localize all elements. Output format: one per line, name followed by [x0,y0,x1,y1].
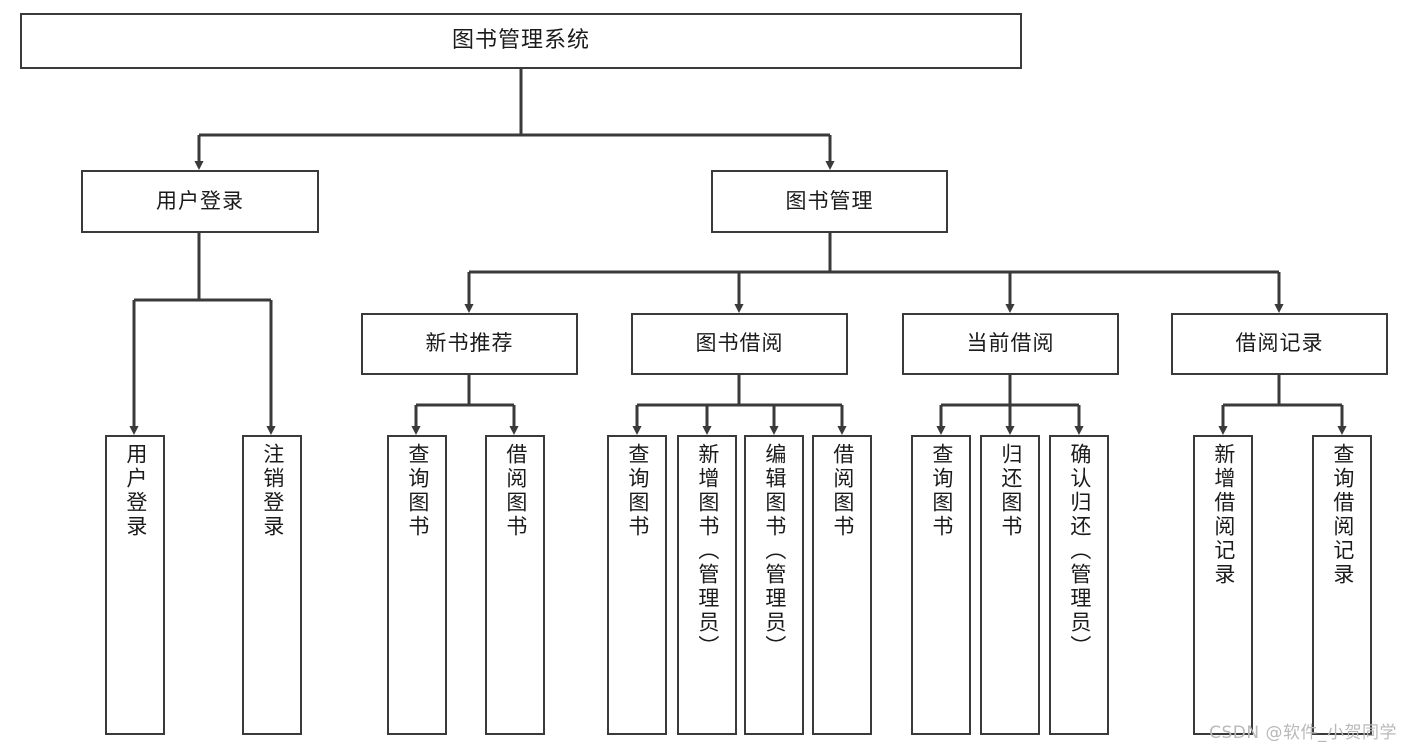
node-current-borrow[interactable]: 当前借阅 [902,313,1119,375]
leaf-borrow-borrow-book[interactable]: 借阅图书 [812,435,872,735]
node-label: 编辑图书（管理员） [762,443,787,659]
node-label: 新增借阅记录 [1211,443,1236,587]
node-label: 查询图书 [405,443,430,539]
leaf-borrow-query-book[interactable]: 查询图书 [607,435,667,735]
leaf-borrow-edit-book[interactable]: 编辑图书（管理员） [744,435,804,735]
node-root-system[interactable]: 图书管理系统 [20,13,1022,69]
node-label: 注销登录 [260,443,285,539]
leaf-record-query-record[interactable]: 查询借阅记录 [1312,435,1372,735]
node-label: 归还图书 [998,443,1023,539]
leaf-record-add-record[interactable]: 新增借阅记录 [1193,435,1253,735]
node-label: 用户登录 [156,188,244,213]
node-label: 新书推荐 [425,331,514,356]
leaf-recommend-query-book[interactable]: 查询图书 [387,435,447,735]
node-label: 图书管理系统 [451,27,590,53]
node-book-borrow[interactable]: 图书借阅 [631,313,848,375]
node-label: 当前借阅 [966,331,1055,356]
node-label: 查询图书 [625,443,650,539]
node-label: 查询图书 [929,443,954,539]
node-label: 借阅图书 [830,443,855,539]
node-book-management[interactable]: 图书管理 [711,170,948,233]
node-label: 新增图书（管理员） [695,443,720,659]
leaf-current-confirm-return[interactable]: 确认归还（管理员） [1049,435,1109,735]
leaf-user-login-logout[interactable]: 注销登录 [242,435,302,735]
node-label: 图书管理 [785,188,874,213]
node-label: 确认归还（管理员） [1067,443,1092,659]
node-user-login[interactable]: 用户登录 [81,170,319,233]
node-borrow-record[interactable]: 借阅记录 [1171,313,1388,375]
node-label: 借阅记录 [1235,331,1324,356]
node-label: 用户登录 [123,443,148,539]
leaf-recommend-borrow-book[interactable]: 借阅图书 [485,435,545,735]
node-label: 图书借阅 [695,331,784,356]
node-label: 借阅图书 [503,443,528,539]
node-new-book-recommend[interactable]: 新书推荐 [361,313,578,375]
node-label: 查询借阅记录 [1330,443,1355,587]
leaf-current-return-book[interactable]: 归还图书 [980,435,1040,735]
leaf-borrow-add-book[interactable]: 新增图书（管理员） [677,435,737,735]
leaf-current-query-book[interactable]: 查询图书 [911,435,971,735]
leaf-user-login-login[interactable]: 用户登录 [105,435,165,735]
